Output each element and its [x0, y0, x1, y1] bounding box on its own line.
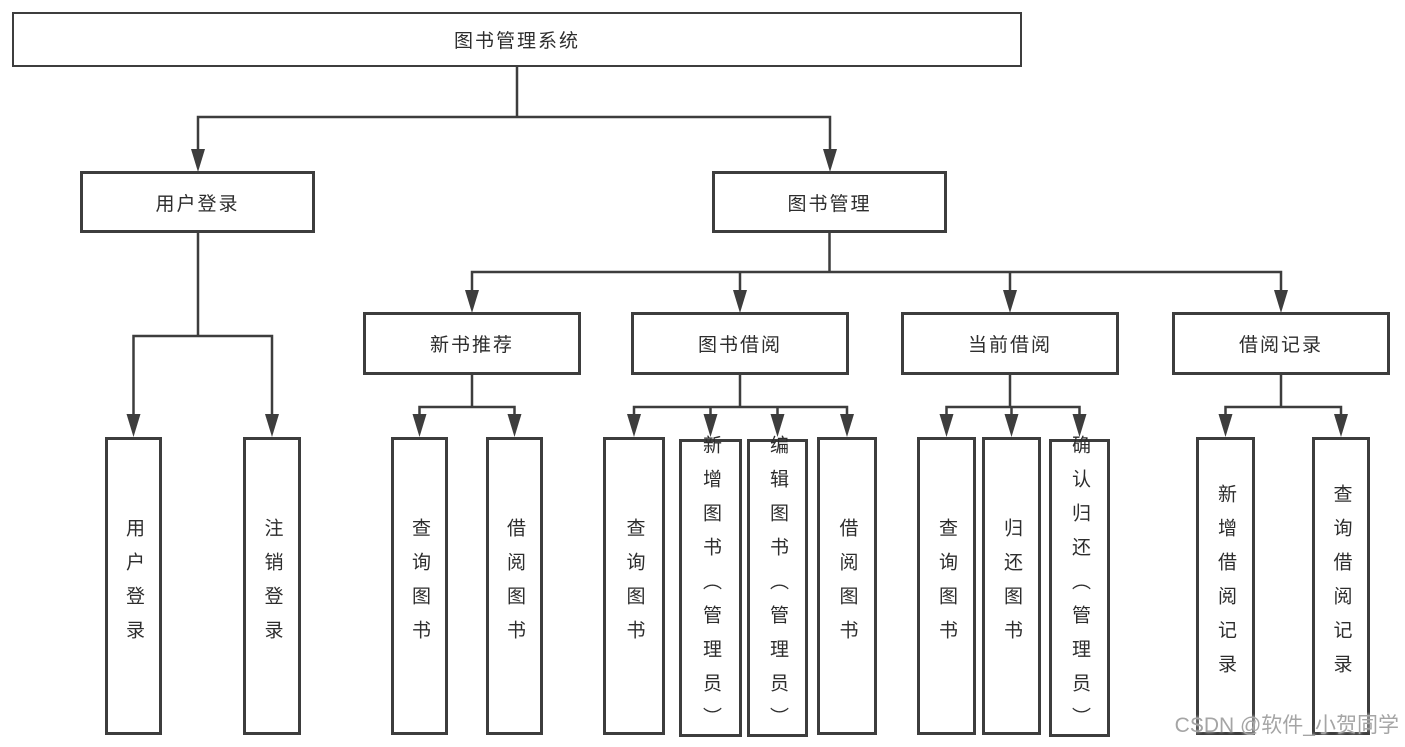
node-label: 确认归还（管理员）: [1069, 435, 1090, 741]
leaf-query-books-recommend: 查询图书: [391, 437, 448, 735]
arrowhead-icon: [1072, 414, 1087, 437]
node-label: 新增借阅记录: [1215, 484, 1236, 688]
arrowhead-icon: [507, 414, 522, 437]
node-label: 归还图书: [1001, 518, 1022, 654]
node-label: 图书管理系统: [453, 31, 580, 52]
arrowhead-icon: [703, 414, 718, 437]
node-label: 图书借阅: [697, 335, 782, 356]
arrowhead-icon: [1004, 414, 1019, 437]
connector-line-path: [132, 65, 1343, 422]
arrowhead-icon: [823, 149, 837, 172]
arrowhead-icon: [733, 290, 747, 313]
arrowhead-icon: [412, 414, 427, 437]
node-label: 借阅图书: [504, 518, 525, 654]
leaf-add-borrow-record: 新增借阅记录: [1196, 437, 1255, 735]
node-label: 当前借阅: [967, 335, 1052, 356]
node-label: 编辑图书（管理员）: [767, 435, 788, 741]
leaf-logout: 注销登录: [243, 437, 301, 735]
leaf-return-books: 归还图书: [982, 437, 1041, 735]
node-label: 注销登录: [261, 518, 283, 654]
node-book-management: 图书管理: [712, 171, 947, 233]
node-label: 借阅记录: [1238, 335, 1323, 356]
leaf-borrow-books-recommend: 借阅图书: [486, 437, 543, 735]
node-new-book-recommendation: 新书推荐: [363, 312, 581, 375]
leaf-user-login: 用户登录: [105, 437, 162, 735]
node-label: 查询图书: [623, 518, 645, 654]
node-label: 借阅图书: [836, 518, 858, 654]
arrowhead-icon: [126, 414, 141, 437]
arrowhead-icon: [465, 290, 479, 313]
arrowhead-icon: [265, 414, 279, 437]
leaf-add-books-admin: 新增图书（管理员）: [679, 435, 742, 741]
arrowhead-icon: [1218, 414, 1233, 437]
arrowhead-icon: [1003, 290, 1017, 313]
leaf-query-borrow-record: 查询借阅记录: [1312, 437, 1370, 735]
arrowhead-icon: [1334, 414, 1348, 437]
node-label: 新增图书（管理员）: [700, 435, 721, 741]
leaf-query-books-current: 查询图书: [917, 437, 976, 735]
leaf-borrow-books: 借阅图书: [817, 437, 877, 735]
node-library-management-system: 图书管理系统: [12, 12, 1022, 67]
arrowhead-icon: [840, 414, 854, 437]
node-label: 用户登录: [155, 193, 240, 215]
leaf-confirm-return-admin: 确认归还（管理员）: [1049, 435, 1110, 741]
node-borrowing-records: 借阅记录: [1172, 312, 1390, 375]
node-label: 图书管理: [787, 193, 872, 215]
node-label: 新书推荐: [429, 335, 514, 356]
node-label: 用户登录: [123, 518, 144, 654]
node-book-borrowing: 图书借阅: [631, 312, 849, 375]
connector-line-group: [132, 65, 1343, 422]
leaf-edit-books-admin: 编辑图书（管理员）: [747, 435, 808, 741]
node-label: 查询图书: [936, 518, 957, 654]
arrowhead-icon: [627, 414, 641, 437]
leaf-query-books-borrowing: 查询图书: [603, 437, 665, 735]
node-current-borrowing: 当前借阅: [901, 312, 1119, 375]
watermark: CSDN @软件_小贺同学: [1174, 714, 1399, 737]
arrowhead-icon: [1274, 290, 1288, 313]
arrowhead-icon: [939, 414, 954, 437]
node-label: 查询借阅记录: [1330, 484, 1352, 688]
arrowhead-icon: [191, 149, 205, 172]
arrowhead-icon: [770, 414, 785, 437]
node-user-login: 用户登录: [80, 171, 315, 233]
arrowheads: [126, 149, 1348, 437]
node-label: 查询图书: [409, 518, 430, 654]
